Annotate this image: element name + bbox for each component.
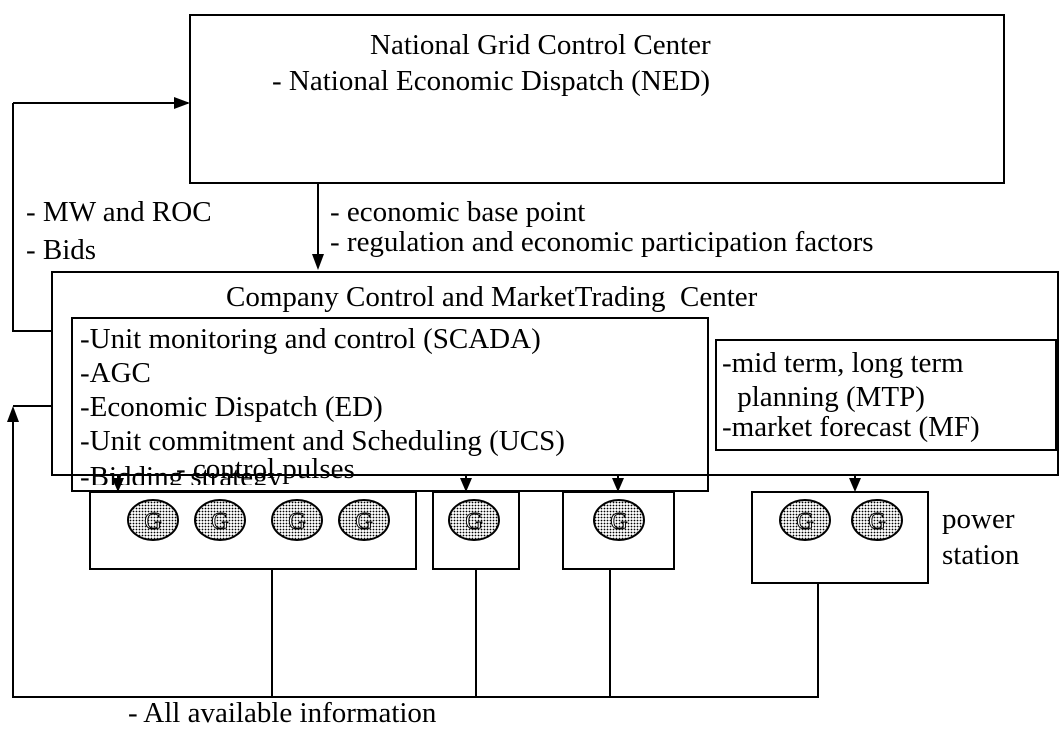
generator-symbol: G [868,509,885,535]
station-box-3 [562,491,675,570]
generator-1: G [127,499,179,541]
downlink-label-2: - regulation and economic participation … [330,226,874,258]
station-box-4 [751,491,929,584]
function-item: -AGC [80,357,151,389]
pulse-arrowhead-1 [112,478,124,492]
power-station-label-1: power [942,503,1015,535]
generator-2: G [194,499,246,541]
function-item: -Unit commitment and Scheduling (UCS) [80,425,565,457]
feedback-arrowhead [7,406,19,422]
company-center-title: Company Control and MarketTrading Center [226,281,758,313]
function-item: -Unit monitoring and control (SCADA) [80,323,541,355]
planning-item: -market forecast (MF) [722,411,980,443]
generator-symbol: G [288,509,305,535]
planning-box [715,339,1057,451]
national-center-item: - National Economic Dispatch (NED) [272,65,711,97]
generator-8: G [851,499,903,541]
generator-symbol: G [610,509,627,535]
company-center-box [51,271,1059,476]
generator-7: G [779,499,831,541]
power-station-label-2: station [942,539,1020,571]
generator-symbol: G [796,509,813,535]
uplink-label-1: - MW and ROC [26,196,212,228]
generator-5: G [448,499,500,541]
uplink-arrowhead [174,97,190,109]
generator-6: G [593,499,645,541]
uplink-line [12,103,52,332]
generator-symbol: G [465,509,482,535]
pulse-arrowhead-4 [849,478,861,492]
function-item: -Economic Dispatch (ED) [80,391,383,423]
downlink-arrowhead [312,254,324,270]
feedback-bus [12,418,819,698]
generator-symbol: G [355,509,372,535]
generator-4: G [338,499,390,541]
pulse-arrowhead-2 [460,478,472,492]
planning-item: -mid term, long term [722,347,964,379]
planning-item: planning (MTP) [730,381,925,413]
control-pulses-label: - control pulses [176,453,355,485]
national-center-box [189,14,1005,184]
function-item: -Bidding strategy [80,461,283,485]
station-box-1 [89,491,417,570]
generator-symbol: G [144,509,161,535]
feedback-label: - All available information [128,697,437,729]
pulse-arrowhead-3 [612,478,624,492]
national-center-title: National Grid Control Center [370,29,711,61]
generator-3: G [271,499,323,541]
downlink-label-1: - economic base point [330,196,586,228]
generator-symbol: G [211,509,228,535]
uplink-label-2: - Bids [26,234,97,266]
